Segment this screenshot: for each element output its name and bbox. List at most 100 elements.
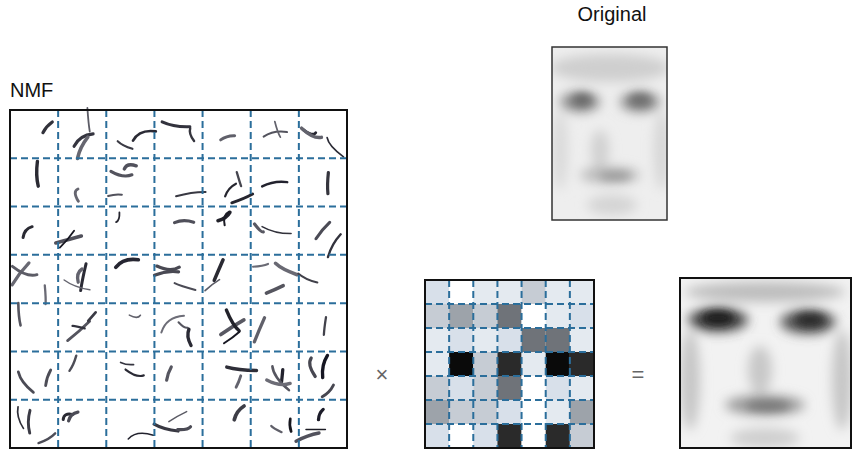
coefficient-cell (546, 352, 570, 376)
grid-line (545, 280, 547, 448)
basis-part (275, 121, 281, 137)
grid-line (10, 302, 347, 304)
basis-part (118, 141, 133, 149)
basis-part (18, 303, 20, 325)
basis-part (290, 419, 291, 432)
coefficient-cell (522, 424, 546, 448)
basis-part (75, 189, 78, 201)
basis-part (276, 263, 298, 274)
coefficient-cell (449, 376, 473, 400)
basis-part (68, 321, 90, 340)
coefficient-cell (570, 424, 594, 448)
basis-part (255, 224, 264, 232)
basis-part (28, 410, 30, 433)
basis-part (326, 173, 330, 194)
grid-line (202, 110, 204, 448)
grid-line (425, 303, 594, 305)
basis-part (23, 227, 32, 238)
coefficient-cell (473, 304, 497, 328)
coefficient-cell (473, 280, 497, 304)
basis-part (266, 286, 283, 294)
basis-part (179, 322, 188, 328)
panel-heading: NMF (8, 78, 354, 102)
basis-part (225, 184, 236, 197)
basis-part (221, 136, 235, 140)
basis-part (302, 128, 322, 137)
basis-part (190, 128, 194, 141)
basis-part (322, 355, 327, 377)
basis-part (262, 182, 287, 187)
grid-line (425, 351, 594, 353)
basis-part (111, 171, 132, 176)
basis-part (298, 273, 317, 282)
grid-line (250, 110, 252, 448)
basis-part (64, 280, 90, 290)
grid-line (569, 280, 571, 448)
grid-line (153, 110, 155, 448)
basis-border (10, 110, 347, 448)
coefficient-cell (473, 400, 497, 424)
coefficient-cell (449, 304, 473, 328)
basis-part (264, 132, 287, 137)
grid-line (57, 110, 59, 448)
basis-part (232, 194, 253, 203)
basis-part (157, 266, 180, 270)
basis-part (116, 212, 119, 222)
basis-part (324, 317, 326, 335)
basis-part (176, 192, 206, 196)
basis-part (87, 108, 89, 132)
basis-part (124, 165, 136, 169)
basis-part (72, 326, 84, 329)
coefficient-grid (425, 280, 594, 448)
basis-part (205, 280, 219, 291)
panel-heading: Original (548, 2, 676, 26)
coefficient-cell (546, 280, 570, 304)
basis-part (267, 380, 290, 385)
reconstructed-face (680, 278, 851, 448)
coefficient-cell (497, 328, 521, 352)
grid-line (10, 350, 347, 352)
basis-part (18, 407, 24, 429)
grid-line (10, 206, 347, 208)
coefficient-cell (473, 352, 497, 376)
grid-line (10, 254, 347, 256)
coefficient-border (425, 280, 594, 448)
basis-part (262, 227, 291, 234)
basis-part (322, 385, 333, 397)
coefficient-cell (497, 304, 521, 328)
coefficient-cell (546, 424, 570, 448)
coefficient-cell (449, 400, 473, 424)
grid-line (496, 280, 498, 448)
reconstruction-border (680, 278, 851, 448)
basis-part (224, 212, 229, 225)
basis-part (271, 426, 281, 432)
operator-symbol: × (376, 362, 389, 388)
grid-line (298, 110, 300, 448)
basis-part (328, 234, 341, 257)
basis-panel (10, 110, 347, 448)
coefficient-cell (497, 400, 521, 424)
basis-part (69, 412, 78, 421)
coefficient-cells (425, 280, 594, 448)
coefficient-cell (497, 280, 521, 304)
grid-line (425, 423, 594, 425)
basis-part (236, 376, 241, 387)
coefficient-cell (425, 280, 449, 304)
coefficient-cell (497, 376, 521, 400)
grid-line (448, 280, 450, 448)
basis-part (224, 332, 239, 344)
coefficient-cell (473, 328, 497, 352)
coefficient-cell (449, 352, 473, 376)
coefficient-cell (522, 304, 546, 328)
coefficient-cell (425, 424, 449, 448)
basis-part (175, 283, 196, 290)
coefficient-cell (425, 304, 449, 328)
basis-part (121, 362, 134, 364)
basis-part (18, 372, 33, 392)
basis-part (39, 433, 56, 443)
coefficient-cell (570, 328, 594, 352)
basis-part (227, 367, 257, 371)
basis-part (234, 406, 244, 420)
coefficient-cell (425, 400, 449, 424)
grid-line (10, 399, 347, 401)
